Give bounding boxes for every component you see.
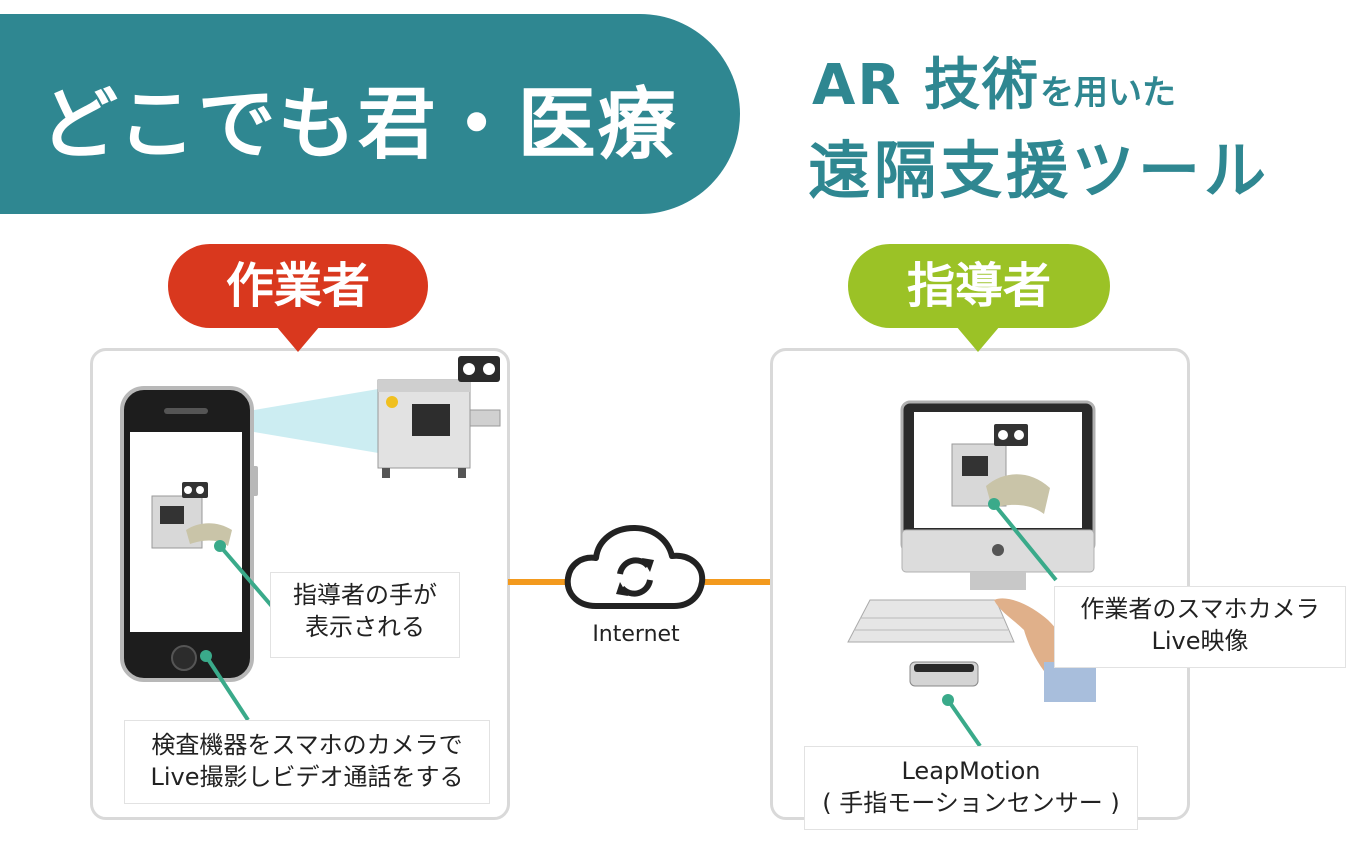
connector-video	[988, 498, 1058, 582]
annotation-live-video: 作業者のスマホカメラ Live映像	[1054, 586, 1346, 668]
keyboard-illustration	[847, 599, 1015, 643]
annotation-sensor-line2: ( 手指モーションセンサー )	[822, 789, 1120, 817]
instructor-label-pointer	[956, 326, 1000, 352]
pointing-hand-image	[994, 598, 1096, 702]
annotation-video-line1: 作業者のスマホカメラ	[1080, 595, 1320, 623]
annotation-camera-line1: 検査機器をスマホのカメラで	[151, 731, 463, 759]
subtitle-line2: 遠隔支援ツール	[808, 134, 1271, 207]
subtitle-ar-tech: AR 技術	[812, 53, 1040, 118]
title-banner	[0, 14, 740, 214]
network-line-left	[508, 579, 568, 585]
inspection-machine-image	[377, 356, 501, 478]
worker-label: 作業者	[168, 244, 428, 328]
connector-sensor	[942, 694, 982, 748]
annotation-camera-line2: Live撮影しビデオ通話をする	[150, 763, 464, 791]
annotation-sensor-line1: LeapMotion	[901, 757, 1041, 785]
annotation-hand-line2: 表示される	[305, 613, 425, 641]
camera-beam	[254, 388, 384, 454]
annotation-video-line2: Live映像	[1151, 627, 1249, 655]
annotation-leapmotion: LeapMotion ( 手指モーションセンサー )	[804, 746, 1138, 830]
monitor-machine-image	[951, 424, 1050, 514]
cloud-sync-icon	[564, 525, 706, 609]
worker-label-pointer	[276, 326, 320, 352]
internet-label: Internet	[592, 622, 680, 647]
page-title: どこでも君・医療	[40, 80, 678, 170]
annotation-camera-live: 検査機器をスマホのカメラで Live撮影しビデオ通話をする	[124, 720, 490, 804]
connector-camera	[200, 650, 250, 722]
leapmotion-device-image	[909, 661, 979, 687]
imac-illustration	[900, 400, 1096, 590]
instructor-label: 指導者	[848, 244, 1110, 328]
subtitle-used: を用いた	[1039, 73, 1176, 113]
network-line-right	[704, 579, 770, 585]
annotation-hand-line1: 指導者の手が	[293, 581, 437, 609]
subtitle-line1: AR 技術を用いた	[812, 40, 1176, 121]
annotation-hand-displayed: 指導者の手が 表示される	[270, 572, 460, 658]
